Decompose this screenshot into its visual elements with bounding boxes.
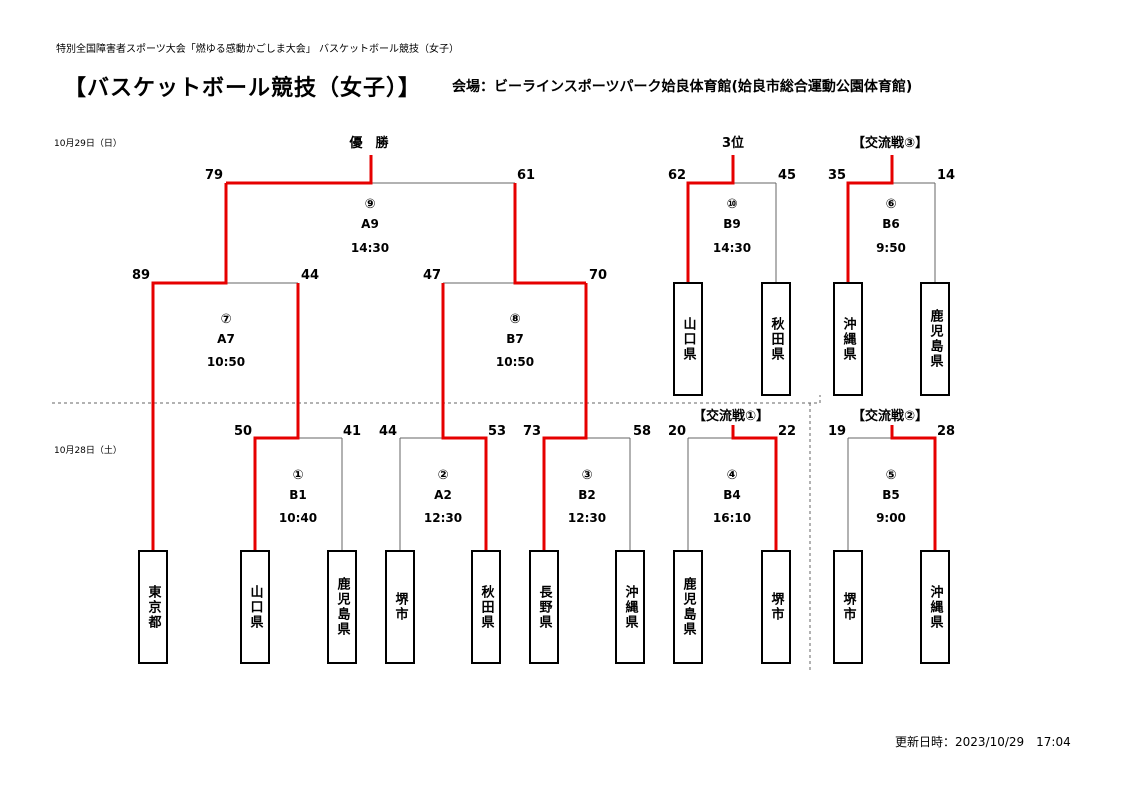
match2-left-score: 44 [379, 424, 397, 439]
match4-code: B4 [723, 488, 741, 502]
team-box-kagoshima: 鹿児島県 [920, 282, 950, 396]
team-name: 沖縄県 [840, 316, 856, 362]
match3-time: 12:30 [568, 511, 606, 525]
team-name: 東京都 [145, 584, 161, 630]
day-separator [52, 395, 821, 672]
bracket-lines [226, 182, 936, 550]
match6-number: ⑥ [885, 197, 896, 212]
match10-left-score: 62 [668, 168, 686, 183]
team-name: 秋田県 [478, 584, 494, 630]
match1-number: ① [292, 468, 303, 483]
page-title: 【バスケットボール競技（女子）】 [64, 76, 422, 101]
match10-number: ⑩ [726, 197, 737, 212]
team-name: 沖縄県 [622, 584, 638, 630]
match1-code: B1 [289, 488, 307, 502]
match6-time: 9:50 [876, 241, 906, 255]
winner-lines [151, 155, 937, 550]
match9-code: A9 [361, 217, 379, 231]
team-box-kagoshima: 鹿児島県 [327, 550, 357, 664]
updated-timestamp: 更新日時：2023/10/29 17:04 [895, 735, 1071, 749]
venue-label: 会場：ビーラインスポーツパーク姶良体育館(姶良市総合運動公園体育館) [452, 79, 913, 95]
team-box-tokyo: 東京都 [138, 550, 168, 664]
match9-time: 14:30 [351, 241, 389, 255]
team-box-sakai: 堺市 [385, 550, 415, 664]
match7-number: ⑦ [220, 312, 231, 327]
third-place-label: 3位 [722, 135, 744, 151]
team-name: 鹿児島県 [927, 309, 943, 369]
team-name: 山口県 [680, 316, 696, 362]
match4-left-score: 20 [668, 424, 686, 439]
match1-left-score: 50 [234, 424, 252, 439]
match1-time: 10:40 [279, 511, 317, 525]
match2-code: A2 [434, 488, 452, 502]
match2-time: 12:30 [424, 511, 462, 525]
team-box-kagoshima: 鹿児島県 [673, 550, 703, 664]
document-header: 特別全国障害者スポーツ大会「燃ゆる感動かごしま大会」 バスケットボール競技（女子… [56, 44, 459, 55]
match10-time: 14:30 [713, 241, 751, 255]
match3-code: B2 [578, 488, 596, 502]
match7-code: A7 [217, 332, 235, 346]
date-day2: 10月29日（日） [54, 139, 122, 149]
team-box-sakai: 堺市 [761, 550, 791, 664]
match6-code: B6 [882, 217, 900, 231]
exchange3-label: 【交流戦③】 [852, 135, 928, 151]
match4-number: ④ [726, 468, 737, 483]
team-name: 鹿児島県 [334, 577, 350, 637]
date-day1: 10月28日（土） [54, 446, 122, 456]
match7-left-score: 89 [132, 268, 150, 283]
match6-right-score: 14 [937, 168, 955, 183]
exchange1-label: 【交流戦①】 [693, 408, 769, 424]
team-name: 秋田県 [768, 316, 784, 362]
match5-number: ⑤ [885, 468, 896, 483]
match5-right-score: 28 [937, 424, 955, 439]
match5-time: 9:00 [876, 511, 906, 525]
match9-number: ⑨ [364, 197, 375, 212]
match3-right-score: 58 [633, 424, 651, 439]
match3-left-score: 73 [523, 424, 541, 439]
team-box-okinawa: 沖縄県 [920, 550, 950, 664]
match8-number: ⑧ [509, 312, 520, 327]
match10-code: B9 [723, 217, 741, 231]
match9-right-score: 61 [517, 168, 535, 183]
match1-right-score: 41 [343, 424, 361, 439]
match7-right-score: 44 [301, 268, 319, 283]
match5-code: B5 [882, 488, 900, 502]
match10-right-score: 45 [778, 168, 796, 183]
team-name: 堺市 [392, 592, 408, 622]
team-box-sakai: 堺市 [833, 550, 863, 664]
team-name: 堺市 [840, 592, 856, 622]
final-label: 優 勝 [348, 135, 389, 151]
match8-left-score: 47 [423, 268, 441, 283]
team-box-okinawa: 沖縄県 [615, 550, 645, 664]
team-name: 山口県 [247, 584, 263, 630]
match4-right-score: 22 [778, 424, 796, 439]
match9-left-score: 79 [205, 168, 223, 183]
team-box-yamaguchi: 山口県 [240, 550, 270, 664]
match8-right-score: 70 [589, 268, 607, 283]
team-name: 堺市 [768, 592, 784, 622]
match4-time: 16:10 [713, 511, 751, 525]
team-name: 沖縄県 [927, 584, 943, 630]
team-name: 長野県 [536, 584, 552, 630]
team-box-yamaguchi: 山口県 [673, 282, 703, 396]
match8-time: 10:50 [496, 355, 534, 369]
match2-right-score: 53 [488, 424, 506, 439]
match7-time: 10:50 [207, 355, 245, 369]
team-box-akita: 秋田県 [761, 282, 791, 396]
exchange2-label: 【交流戦②】 [852, 408, 928, 424]
match3-number: ③ [581, 468, 592, 483]
team-box-akita: 秋田県 [471, 550, 501, 664]
match5-left-score: 19 [828, 424, 846, 439]
match6-left-score: 35 [828, 168, 846, 183]
team-box-okinawa: 沖縄県 [833, 282, 863, 396]
match8-code: B7 [506, 332, 524, 346]
team-box-nagano: 長野県 [529, 550, 559, 664]
match2-number: ② [437, 468, 448, 483]
team-name: 鹿児島県 [680, 577, 696, 637]
